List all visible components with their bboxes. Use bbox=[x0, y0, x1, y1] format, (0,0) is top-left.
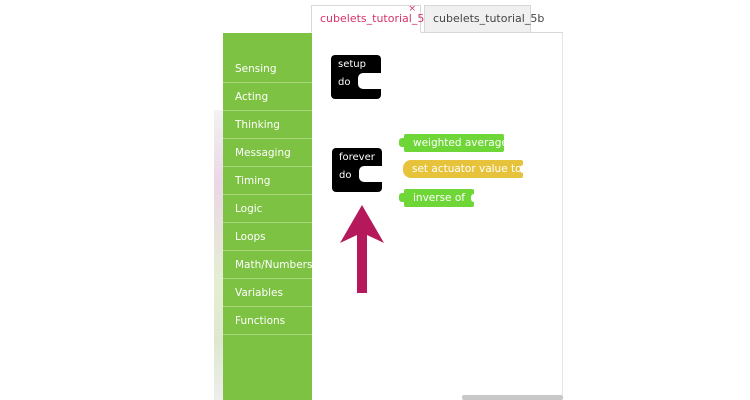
inverse-of-label: inverse of bbox=[413, 192, 465, 204]
toolbox-item-sensing[interactable]: Sensing bbox=[223, 55, 312, 83]
weighted-average-block[interactable]: weighted average bbox=[399, 134, 508, 152]
statement-slot bbox=[359, 166, 382, 182]
up-arrow-icon bbox=[340, 205, 384, 293]
setup-do-label: do bbox=[338, 77, 351, 88]
toolbox-item-functions[interactable]: Functions bbox=[223, 307, 312, 335]
horizontal-scrollbar[interactable] bbox=[462, 395, 563, 400]
close-icon[interactable]: × bbox=[408, 4, 416, 14]
toolbox-item-logic[interactable]: Logic bbox=[223, 195, 312, 223]
set-actuator-label: set actuator value to bbox=[412, 163, 522, 175]
forever-do-label: do bbox=[339, 170, 352, 181]
toolbox-item-timing[interactable]: Timing bbox=[223, 167, 312, 195]
tab-cubelets-tutorial-5a[interactable]: cubelets_tutorial_5a × bbox=[311, 4, 431, 33]
inverse-of-block[interactable]: inverse of bbox=[399, 189, 475, 207]
forever-block[interactable]: forever do bbox=[332, 148, 382, 192]
output-connector bbox=[399, 138, 405, 147]
statement-slot bbox=[358, 73, 381, 89]
toolbox-item-loops[interactable]: Loops bbox=[223, 223, 312, 251]
toolbox-item-thinking[interactable]: Thinking bbox=[223, 111, 312, 139]
toolbox-item-variables[interactable]: Variables bbox=[223, 279, 312, 307]
workspace-edge bbox=[562, 33, 563, 395]
setup-label: setup bbox=[338, 59, 366, 70]
tab-cubelets-tutorial-5b[interactable]: cubelets_tutorial_5b bbox=[424, 5, 544, 33]
tab-bar: cubelets_tutorial_5a × cubelets_tutorial… bbox=[311, 4, 563, 33]
toolbox-item-math-numbers[interactable]: Math/Numbers bbox=[223, 251, 312, 279]
shaded-strip bbox=[214, 110, 223, 400]
output-connector bbox=[399, 193, 405, 202]
toolbox: Sensing Acting Thinking Messaging Timing… bbox=[223, 33, 312, 400]
setup-block[interactable]: setup do bbox=[331, 55, 381, 99]
toolbox-item-acting[interactable]: Acting bbox=[223, 83, 312, 111]
input-connector bbox=[471, 194, 475, 202]
tab-label: cubelets_tutorial_5b bbox=[433, 12, 545, 25]
toolbox-item-messaging[interactable]: Messaging bbox=[223, 139, 312, 167]
set-actuator-value-block[interactable]: set actuator value to bbox=[403, 160, 524, 178]
forever-label: forever bbox=[339, 152, 375, 163]
input-connector bbox=[520, 165, 524, 173]
tab-label: cubelets_tutorial_5a bbox=[320, 12, 432, 25]
weighted-average-label: weighted average bbox=[413, 137, 508, 149]
